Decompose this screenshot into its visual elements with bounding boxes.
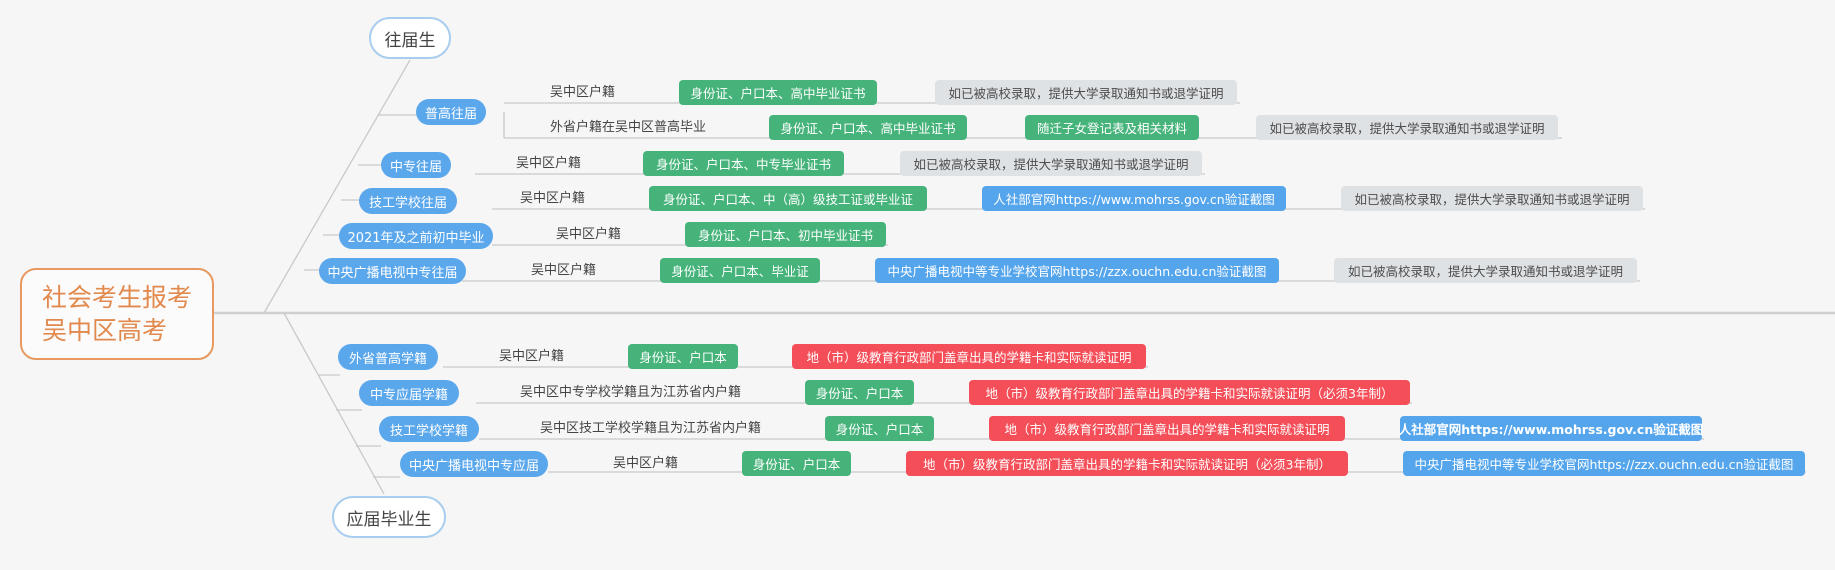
category-c2[interactable]: 中专往届 — [381, 152, 451, 178]
note-n6[interactable]: 如已被高校录取，提供大学录取通知书或退学证明 — [1341, 186, 1643, 211]
root-topic[interactable]: 社会考生报考 吴中区高考 — [20, 268, 214, 360]
category-c9[interactable]: 中央广播电视中专应届 — [400, 451, 548, 477]
documents-d4[interactable]: 身份证、户口本、中（高）级技工证或毕业证 — [649, 186, 927, 211]
note-n9[interactable]: 地（市）级教育行政部门盖章出具的学籍卡和实际就读证明 — [792, 344, 1146, 369]
note-n12[interactable]: 人社部官网https://www.mohrss.gov.cn验证截图 — [1399, 416, 1703, 441]
category-c4[interactable]: 2021年及之前初中毕业 — [339, 223, 493, 249]
note-n10[interactable]: 地（市）级教育行政部门盖章出具的学籍卡和实际就读证明（必须3年制） — [969, 380, 1410, 405]
note-n7[interactable]: 中央广播电视中等专业学校官网https://zzx.ouchn.edu.cn验证… — [875, 258, 1279, 283]
category-c6[interactable]: 外省普高学籍 — [338, 344, 438, 370]
documents-d2[interactable]: 身份证、户口本、高中毕业证书 — [769, 115, 967, 140]
note-n2[interactable]: 随迁子女登记表及相关材料 — [1025, 115, 1199, 140]
category-c1[interactable]: 普高往届 — [416, 99, 486, 125]
category-c5[interactable]: 中央广播电视中专往届 — [319, 258, 466, 284]
note-n1[interactable]: 如已被高校录取，提供大学录取通知书或退学证明 — [935, 80, 1237, 105]
root-title-line2: 吴中区高考 — [42, 316, 168, 345]
residence-r8[interactable]: 吴中区中专学校学籍且为江苏省内户籍 — [520, 385, 742, 400]
documents-d10[interactable]: 身份证、户口本 — [742, 451, 851, 476]
root-title-line1: 社会考生报考 — [42, 283, 193, 312]
category-c8[interactable]: 技工学校学籍 — [379, 416, 479, 442]
group-past-students[interactable]: 往届生 — [369, 17, 451, 59]
documents-d3[interactable]: 身份证、户口本、中专毕业证书 — [643, 151, 844, 176]
note-n14[interactable]: 中央广播电视中等专业学校官网https://zzx.ouchn.edu.cn验证… — [1403, 451, 1805, 476]
documents-d6[interactable]: 身份证、户口本、毕业证 — [660, 258, 820, 283]
category-c7[interactable]: 中专应届学籍 — [359, 380, 459, 406]
residence-r4[interactable]: 吴中区户籍 — [520, 191, 586, 206]
note-n13[interactable]: 地（市）级教育行政部门盖章出具的学籍卡和实际就读证明（必须3年制） — [906, 451, 1348, 476]
residence-r6[interactable]: 吴中区户籍 — [531, 263, 597, 278]
documents-d1[interactable]: 身份证、户口本、高中毕业证书 — [679, 80, 877, 105]
group-current-graduates[interactable]: 应届毕业生 — [332, 496, 446, 538]
residence-r9[interactable]: 吴中区技工学校学籍且为江苏省内户籍 — [540, 421, 762, 436]
documents-d8[interactable]: 身份证、户口本 — [805, 380, 914, 405]
note-n4[interactable]: 如已被高校录取，提供大学录取通知书或退学证明 — [900, 151, 1202, 176]
note-n8[interactable]: 如已被高校录取，提供大学录取通知书或退学证明 — [1334, 258, 1637, 283]
documents-d7[interactable]: 身份证、户口本 — [628, 344, 738, 369]
note-n11[interactable]: 地（市）级教育行政部门盖章出具的学籍卡和实际就读证明 — [989, 416, 1345, 441]
note-n3[interactable]: 如已被高校录取，提供大学录取通知书或退学证明 — [1256, 115, 1558, 140]
residence-r2[interactable]: 外省户籍在吴中区普高毕业 — [550, 120, 707, 135]
residence-r3[interactable]: 吴中区户籍 — [516, 156, 582, 171]
residence-r10[interactable]: 吴中区户籍 — [613, 456, 679, 471]
residence-r5[interactable]: 吴中区户籍 — [556, 227, 622, 242]
documents-d5[interactable]: 身份证、户口本、初中毕业证书 — [685, 222, 886, 247]
residence-r7[interactable]: 吴中区户籍 — [499, 349, 565, 364]
residence-r1[interactable]: 吴中区户籍 — [550, 85, 616, 100]
note-n5[interactable]: 人社部官网https://www.mohrss.gov.cn验证截图 — [982, 186, 1286, 211]
category-c3[interactable]: 技工学校往届 — [359, 188, 457, 214]
documents-d9[interactable]: 身份证、户口本 — [825, 416, 934, 441]
